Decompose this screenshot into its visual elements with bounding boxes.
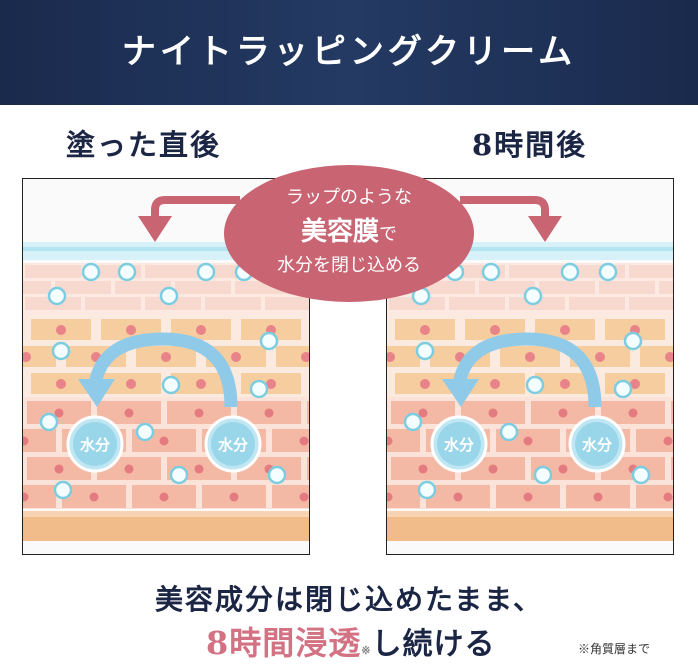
water-drop bbox=[631, 465, 651, 485]
water-drop bbox=[51, 341, 71, 361]
after-label: 8時間後 bbox=[472, 128, 588, 162]
water-molecule: 水分 bbox=[66, 415, 124, 473]
water-drop bbox=[525, 375, 545, 395]
bubble-line2-suffix: で bbox=[379, 224, 397, 245]
footer-mark: ※ bbox=[361, 644, 372, 657]
water-drop bbox=[135, 422, 155, 442]
water-label: 水分 bbox=[80, 436, 110, 454]
water-drop bbox=[499, 422, 519, 442]
water-drop bbox=[403, 412, 423, 432]
water-molecule: 水分 bbox=[430, 415, 488, 473]
water-drop bbox=[159, 286, 179, 306]
water-drop bbox=[598, 262, 618, 282]
water-drop bbox=[39, 412, 59, 432]
water-drop bbox=[613, 379, 633, 399]
water-drop bbox=[169, 465, 189, 485]
water-label: 水分 bbox=[444, 436, 474, 454]
water-drop bbox=[481, 262, 501, 282]
water-drop bbox=[161, 375, 181, 395]
water-molecule: 水分 bbox=[568, 415, 626, 473]
footnote: ※角質層まで bbox=[578, 642, 651, 656]
header-banner: ナイトラッピングクリーム bbox=[0, 0, 698, 105]
bubble-line1: ラップのような bbox=[286, 187, 412, 208]
water-drop bbox=[196, 262, 216, 282]
water-drop bbox=[415, 341, 435, 361]
water-drop bbox=[249, 379, 269, 399]
water-molecule: 水分 bbox=[204, 415, 262, 473]
wrap-arrows-icon bbox=[138, 196, 562, 242]
wrap-film-bubble: ラップのような 美容膜で 水分を閉じ込める bbox=[224, 165, 474, 302]
water-drop bbox=[523, 286, 543, 306]
water-drop bbox=[560, 262, 580, 282]
water-drop bbox=[259, 331, 279, 351]
footer-line2: 8時間浸透※し続ける bbox=[206, 618, 496, 664]
footer-rest: し続ける bbox=[371, 627, 496, 662]
water-drop bbox=[117, 262, 137, 282]
water-drop bbox=[417, 480, 437, 500]
water-label: 水分 bbox=[582, 436, 612, 454]
footer-highlight: 8時間浸透 bbox=[206, 624, 362, 662]
water-label: 水分 bbox=[218, 436, 248, 454]
before-label: 塗った直後 bbox=[66, 128, 222, 162]
water-drop bbox=[47, 286, 67, 306]
page-title: ナイトラッピングクリーム bbox=[121, 32, 577, 72]
bubble-line3: 水分を閉じ込める bbox=[277, 255, 421, 276]
water-drop bbox=[623, 331, 643, 351]
water-drop bbox=[533, 465, 553, 485]
water-drop bbox=[53, 480, 73, 500]
skin-diagram-before: 水分 水分 bbox=[22, 178, 310, 555]
water-drop bbox=[81, 262, 101, 282]
footer-line1: 美容成分は閉じ込めたまま、 bbox=[154, 583, 544, 616]
bubble-line2: 美容膜 bbox=[300, 217, 379, 247]
water-drop bbox=[267, 465, 287, 485]
